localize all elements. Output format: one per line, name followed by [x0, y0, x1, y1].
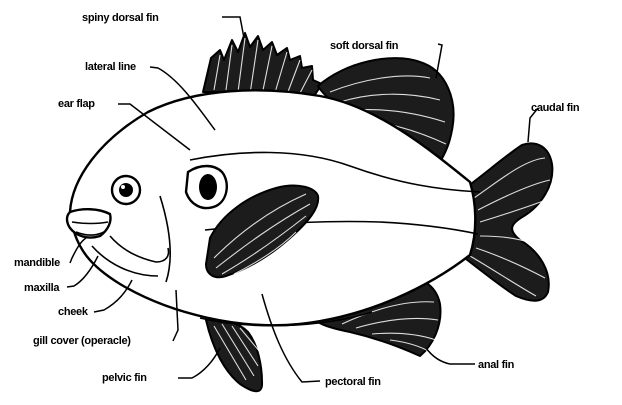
label-mandible: mandible [14, 257, 60, 269]
label-spiny-dorsal-fin: spiny dorsal fin [82, 12, 159, 24]
ear-flap [186, 166, 227, 208]
pelvic-fin [206, 320, 262, 392]
label-caudal-fin: caudal fin [531, 102, 580, 114]
label-maxilla: maxilla [24, 282, 60, 294]
eye [112, 176, 140, 204]
label-anal-fin: anal fin [478, 359, 515, 371]
label-lateral-line: lateral line [85, 61, 136, 73]
label-soft-dorsal-fin: soft dorsal fin [330, 40, 399, 52]
label-pelvic-fin: pelvic fin [102, 372, 147, 384]
label-pectoral-fin: pectoral fin [325, 376, 381, 388]
label-cheek: cheek [58, 306, 89, 318]
label-gill-cover: gill cover (operacle) [33, 335, 131, 347]
label-ear-flap: ear flap [58, 98, 95, 110]
